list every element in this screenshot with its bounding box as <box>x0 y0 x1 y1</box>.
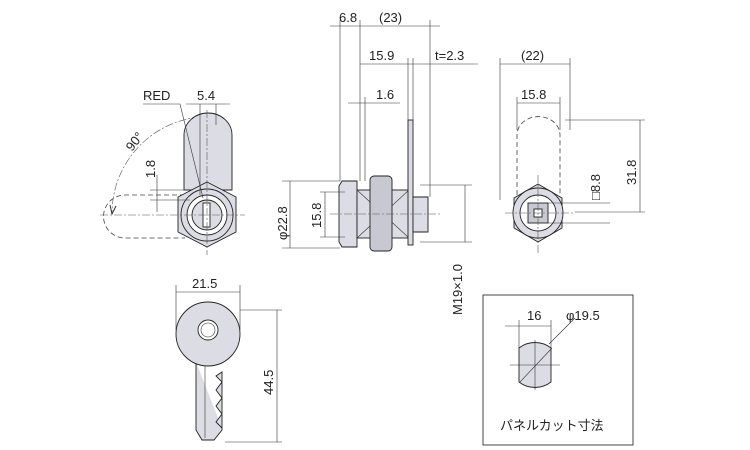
key-width-label: 21.5 <box>192 276 217 291</box>
height-label: 31.8 <box>624 160 639 185</box>
square-label: □8.8 <box>588 174 603 200</box>
dim-to-cam-label: 15.9 <box>369 48 394 63</box>
panel-flat-label: 16 <box>527 308 541 323</box>
cam-plate <box>407 119 414 246</box>
panel-cut-box: 16 φ19.5 パネルカット寸法 <box>482 294 634 446</box>
dim-diameter-label: φ22.8 <box>275 206 290 240</box>
panel-diameter-label: φ19.5 <box>566 308 600 323</box>
side-hex-nut <box>369 175 393 252</box>
dim-width-label: 5.4 <box>197 88 215 103</box>
key-length-label: 44.5 <box>261 370 276 395</box>
cam-thickness-label: t=2.3 <box>435 48 464 63</box>
rotation-angle-label: 90° <box>123 129 147 154</box>
dim-flange-label: 1.6 <box>376 87 394 102</box>
front-view: RED 5.4 90° 1.8 <box>100 88 245 255</box>
cam-width-label: 15.8 <box>521 87 546 102</box>
dim-offset-label: 1.8 <box>143 160 158 178</box>
dim-flat-label: 15.8 <box>309 203 324 228</box>
red-mark-label: RED <box>143 88 170 103</box>
side-view: 6.8 (23) 15.9 t=2.3 1.6 φ22.8 15.8 M19×1… <box>275 10 478 315</box>
rear-view: (22) 15.8 31.8 □8.8 <box>499 48 645 255</box>
key-view: 21.5 44.5 <box>175 276 282 443</box>
cam-length-label: (22) <box>521 48 544 63</box>
dim-face-label: 6.8 <box>339 10 357 25</box>
thread-label: M19×1.0 <box>450 264 465 315</box>
dim-total-label: (23) <box>379 10 402 25</box>
panel-cut-caption: パネルカット寸法 <box>500 418 604 433</box>
